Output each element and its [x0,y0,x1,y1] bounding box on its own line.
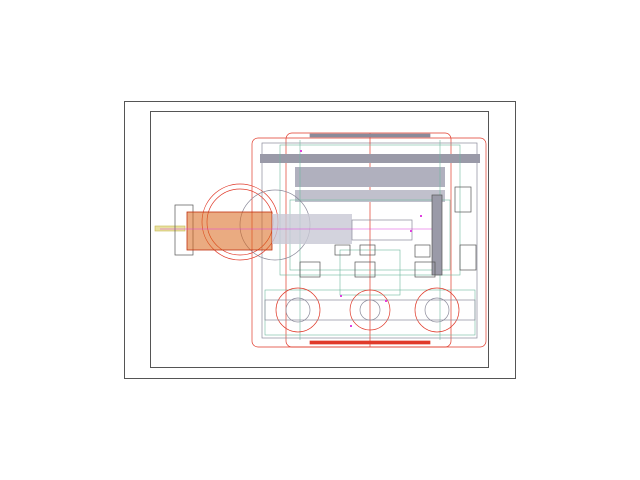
lower-gears [264,287,476,333]
bearing-blocks [299,186,477,278]
drawing-frame [150,111,489,368]
shaft-assembly [154,204,440,256]
sheet-border [124,101,516,379]
magenta-markers [300,150,422,327]
top-gear-teeth-band [260,154,480,202]
